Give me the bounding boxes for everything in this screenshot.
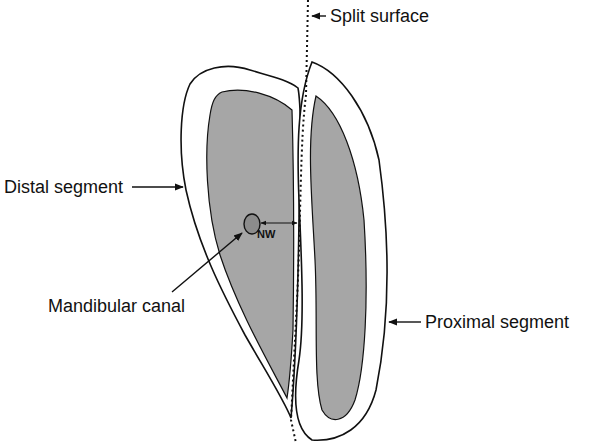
segment-label: Proximal segment (425, 312, 569, 332)
leader-arrow (389, 321, 421, 322)
leader-arrow (172, 233, 242, 292)
split-line (291, 0, 308, 443)
segment-label: Distal segment (4, 177, 123, 197)
canal-label: Mandibular canal (48, 296, 185, 316)
dimension-arrow (261, 223, 297, 224)
leader-arrow (132, 186, 183, 187)
leader-arrow (312, 15, 326, 16)
split-label: Split surface (330, 6, 429, 26)
proximal-medulla (310, 96, 366, 419)
proximal-cortex (296, 62, 387, 440)
dimension-label: NW (257, 228, 275, 240)
distal-cortex (181, 66, 300, 418)
distal-medulla (207, 90, 294, 398)
